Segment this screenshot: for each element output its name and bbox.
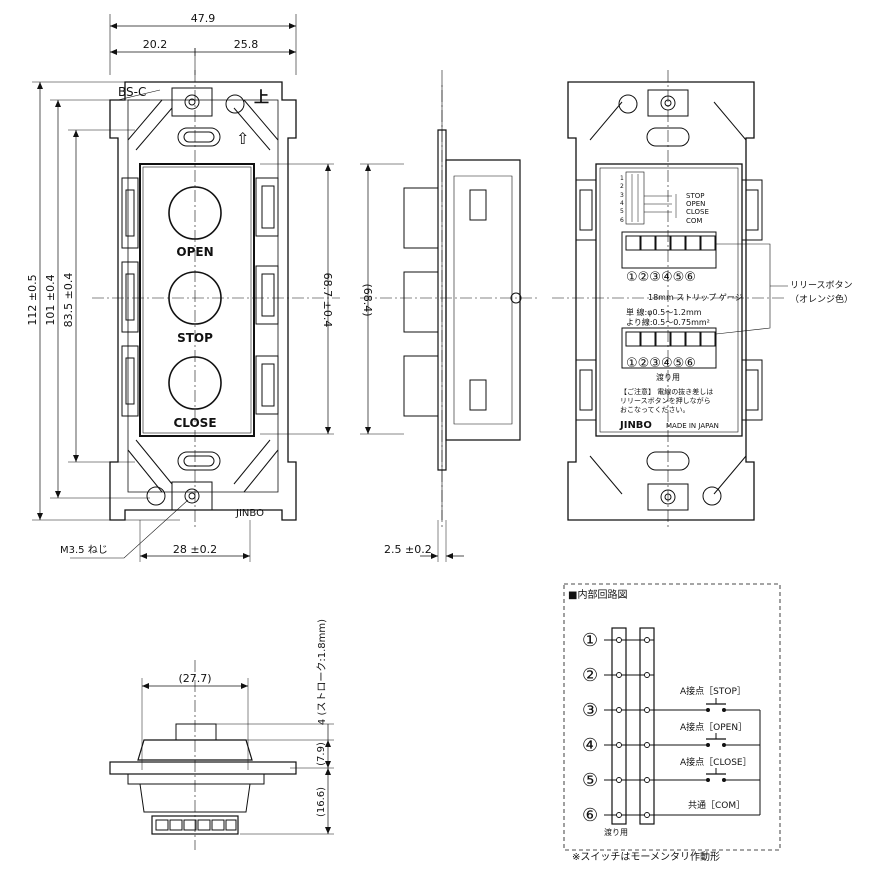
mini-terminal-6: 6: [620, 217, 624, 224]
front-view-text: 47.9 20.2 25.8 BS-C 上 ⇧ OPEN STOP CLOSE …: [26, 12, 334, 556]
brand-back: JINBO: [619, 420, 652, 431]
made-in-label: MADE IN JAPAN: [666, 422, 719, 430]
circuit-terminal-1: ①: [582, 630, 598, 651]
legend-close: CLOSE: [686, 208, 709, 216]
terminal-numbers-bottom: ①②③④⑤⑥: [626, 356, 696, 371]
dim-height-83: 83.5 ±0.4: [62, 273, 75, 328]
circuit-terminal-2: ②: [582, 665, 598, 686]
release-button-color: （オレンジ色）: [790, 293, 853, 305]
dim-side-thickness: 2.5 ±0.2: [384, 543, 432, 556]
dim-stroke: 4 (ストローク:1.8mm): [316, 619, 328, 725]
circuit-diagram: [563, 583, 781, 851]
mini-terminal-4: 4: [620, 200, 624, 207]
dim-height-68: 68.7 ±0.4: [321, 273, 334, 328]
wire-spec-stranded: より線:0.5～0.75mm²: [626, 317, 710, 327]
circuit-text: ■内部回路図 ① ② ③ ④ ⑤ ⑥ A接点［STOP］ A接点［OPEN］ A…: [568, 588, 752, 863]
model-label: BS-C: [118, 85, 146, 99]
contact-stop-label: A接点［STOP］: [680, 685, 746, 697]
back-view: [552, 70, 788, 530]
button-label-stop: STOP: [177, 331, 213, 345]
legend-stop: STOP: [686, 192, 704, 200]
strip-gauge-label: 18mm ストリップ ゲージ: [648, 292, 743, 302]
bottom-view-text: (27.7) 4 (ストローク:1.8mm) (7.9) (16.6): [178, 619, 328, 817]
dim-base-width: 28 ±0.2: [173, 543, 217, 556]
dim-left-width: 20.2: [143, 38, 168, 51]
circuit-crossover-label: 渡り用: [604, 827, 628, 837]
side-view: [360, 70, 540, 562]
dim-bottom-width: (27.7): [178, 672, 211, 685]
crossover-label: 渡り用: [656, 372, 680, 382]
mini-terminal-1: 1: [620, 175, 624, 182]
circuit-terminal-6: ⑥: [582, 805, 598, 826]
momentary-note: ※スイッチはモーメンタリ作動形: [572, 850, 720, 863]
dim-16-6: (16.6): [316, 787, 327, 817]
caution-line-1: 【ご注意】 電線の抜き差しは: [620, 387, 713, 396]
caution-line-3: おこなってください。: [620, 406, 689, 414]
legend-open: OPEN: [686, 200, 705, 208]
dim-height-101: 101 ±0.4: [44, 274, 57, 325]
dim-right-width: 25.8: [234, 38, 259, 51]
mini-terminal-2: 2: [620, 183, 624, 190]
circuit-title: ■内部回路図: [568, 588, 627, 601]
terminal-numbers-top: ①②③④⑤⑥: [626, 270, 696, 285]
button-label-open: OPEN: [176, 245, 213, 259]
dim-total-width: 47.9: [191, 12, 216, 25]
circuit-terminal-5: ⑤: [582, 770, 598, 791]
screw-label: M3.5 ねじ: [60, 544, 108, 556]
front-view: [32, 14, 340, 562]
legend-com: COM: [686, 217, 702, 225]
up-mark: 上: [254, 88, 269, 106]
brand-front: JINBO: [235, 508, 264, 519]
side-view-text: (68.4) 2.5 ±0.2: [361, 283, 432, 556]
circuit-terminal-3: ③: [582, 700, 598, 721]
contact-open-label: A接点［OPEN］: [680, 721, 747, 733]
bottom-view: [109, 660, 334, 850]
circuit-terminal-4: ④: [582, 735, 598, 756]
contact-close-label: A接点［CLOSE］: [680, 756, 752, 768]
common-com-label: 共通［COM］: [688, 800, 745, 811]
dim-height-112: 112 ±0.5: [26, 274, 39, 325]
wire-spec-solid: 単 線:φ0.5～1.2mm: [626, 307, 702, 317]
release-button-label: リリースボタン: [790, 280, 853, 291]
dim-7-9: (7.9): [316, 742, 327, 766]
dim-side-height: (68.4): [361, 283, 374, 316]
mini-terminal-5: 5: [620, 208, 624, 215]
button-label-close: CLOSE: [173, 416, 216, 430]
mini-terminal-3: 3: [620, 192, 624, 199]
up-arrow-icon: ⇧: [236, 129, 249, 148]
back-view-text: 1 2 3 4 5 6 STOP OPEN CLOSE COM ①②③④⑤⑥ 1…: [619, 175, 853, 431]
caution-line-2: リリースボタンを押しながら: [620, 396, 711, 405]
